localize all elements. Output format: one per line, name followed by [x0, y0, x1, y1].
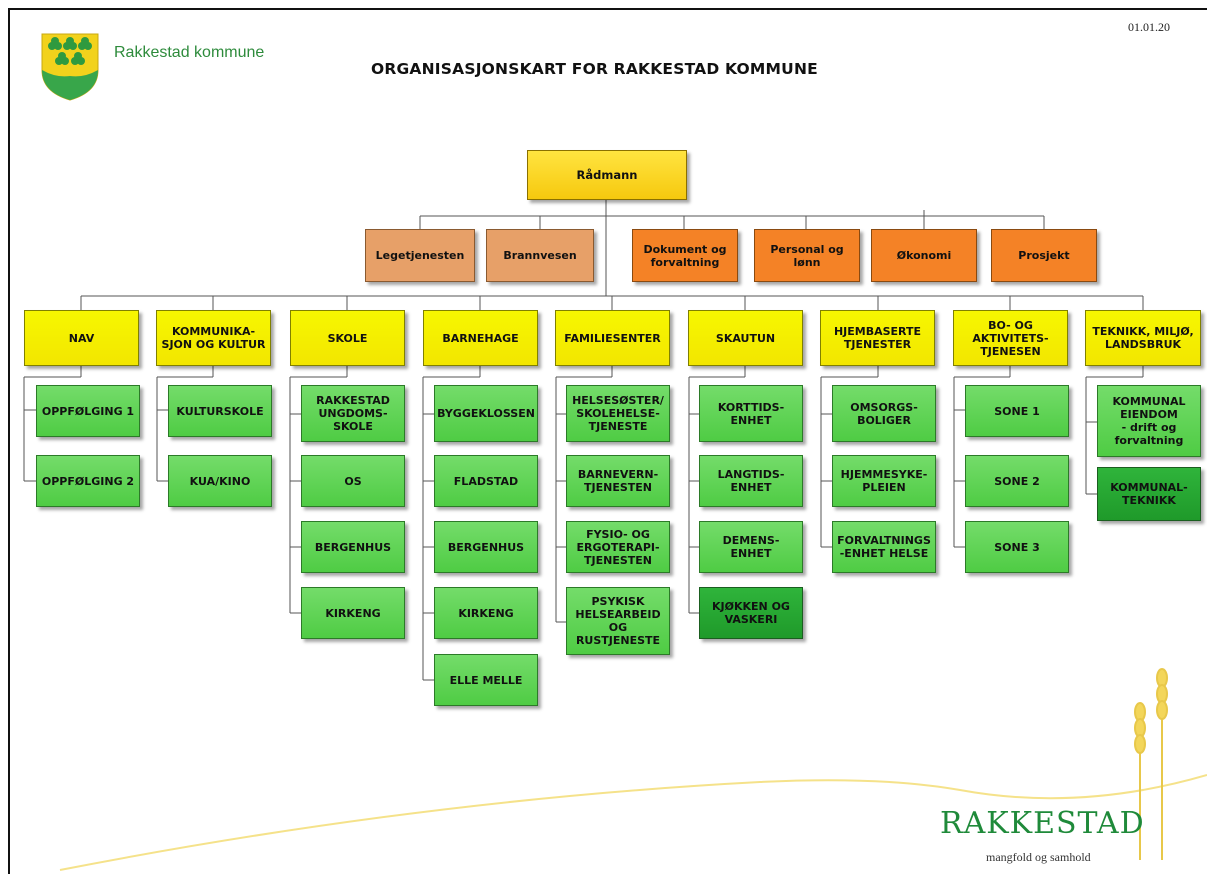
department-box-skautun[interactable]: SKAUTUN	[688, 310, 803, 366]
department-box-hjembaserte-tjenester[interactable]: HJEMBASERTE TJENESTER	[820, 310, 935, 366]
municipality-shield-icon	[41, 33, 99, 101]
unit-box-barnehage-kirkeng[interactable]: KIRKENG	[434, 587, 538, 639]
staff-box-legetjenesten[interactable]: Legetjenesten	[365, 229, 475, 282]
unit-box-kua-kino[interactable]: KUA/KINO	[168, 455, 272, 507]
wheat-icon	[1134, 668, 1168, 860]
unit-box-kommunal-eiendom[interactable]: KOMMUNAL EIENDOM - drift og forvaltning	[1097, 385, 1201, 457]
staff-box-okonomi[interactable]: Økonomi	[871, 229, 977, 282]
root-box-radmann[interactable]: Rådmann	[527, 150, 687, 200]
unit-box-psykisk-helse-rus[interactable]: PSYKISK HELSEARBEID OG RUSTJENESTE	[566, 587, 670, 655]
unit-box-sone-2[interactable]: SONE 2	[965, 455, 1069, 507]
department-box-familiesenter[interactable]: FAMILIESENTER	[555, 310, 670, 366]
brand-logo: RAKKESTAD	[940, 806, 1145, 841]
unit-box-os[interactable]: OS	[301, 455, 405, 507]
unit-box-oppfolging-2[interactable]: OPPFØLGING 2	[36, 455, 140, 507]
unit-box-sone-1[interactable]: SONE 1	[965, 385, 1069, 437]
unit-box-langtidsenhet[interactable]: LANGTIDS- ENHET	[699, 455, 803, 507]
department-box-nav[interactable]: NAV	[24, 310, 139, 366]
staff-box-brannvesen[interactable]: Brannvesen	[486, 229, 594, 282]
unit-box-byggeklossen[interactable]: BYGGEKLOSSEN	[434, 385, 538, 442]
staff-box-personal-lonn[interactable]: Personal og lønn	[754, 229, 860, 282]
unit-box-kulturskole[interactable]: KULTURSKOLE	[168, 385, 272, 437]
unit-box-helsesoster[interactable]: HELSESØSTER/ SKOLEHELSE- TJENESTE	[566, 385, 670, 442]
unit-box-kommunalteknikk[interactable]: KOMMUNAL- TEKNIKK	[1097, 467, 1201, 521]
unit-box-hjemmesykepleien[interactable]: HJEMMESYKE- PLEIEN	[832, 455, 936, 507]
page-frame	[8, 8, 1207, 874]
municipality-name: Rakkestad kommune	[114, 44, 265, 61]
unit-box-barnevern[interactable]: BARNEVERN- TJENESTEN	[566, 455, 670, 507]
department-box-kommunikasjon-kultur[interactable]: KOMMUNIKA- SJON OG KULTUR	[156, 310, 271, 366]
unit-box-elle-melle[interactable]: ELLE MELLE	[434, 654, 538, 706]
unit-box-korttidsenhet[interactable]: KORTTIDS- ENHET	[699, 385, 803, 442]
department-box-skole[interactable]: SKOLE	[290, 310, 405, 366]
unit-box-fladstad[interactable]: FLADSTAD	[434, 455, 538, 507]
department-box-teknikk-miljo-landsbruk[interactable]: TEKNIKK, MILJØ, LANDSBRUK	[1085, 310, 1201, 366]
unit-box-oppfolging-1[interactable]: OPPFØLGING 1	[36, 385, 140, 437]
department-box-bo-aktivitet[interactable]: BO- OG AKTIVITETS- TJENESEN	[953, 310, 1068, 366]
unit-box-sone-3[interactable]: SONE 3	[965, 521, 1069, 573]
unit-box-skole-bergenhus[interactable]: BERGENHUS	[301, 521, 405, 573]
unit-box-demensenhet[interactable]: DEMENS- ENHET	[699, 521, 803, 573]
staff-box-prosjekt[interactable]: Prosjekt	[991, 229, 1097, 282]
unit-box-rakkestad-ungdomsskole[interactable]: RAKKESTAD UNGDOMS- SKOLE	[301, 385, 405, 442]
unit-box-fysio-ergoterapi[interactable]: FYSIO- OG ERGOTERAPI- TJENESTEN	[566, 521, 670, 573]
unit-box-omsorgsboliger[interactable]: OMSORGS- BOLIGER	[832, 385, 936, 442]
brand-slogan: mangfold og samhold	[986, 850, 1091, 864]
chart-date: 01.01.20	[1128, 20, 1170, 34]
unit-box-forvaltningsenhet-helse[interactable]: FORVALTNINGS -ENHET HELSE	[832, 521, 936, 573]
unit-box-kjokken-vaskeri[interactable]: KJØKKEN OG VASKERI	[699, 587, 803, 639]
unit-box-skole-kirkeng[interactable]: KIRKENG	[301, 587, 405, 639]
chart-title: ORGANISASJONSKART FOR RAKKESTAD KOMMUNE	[371, 60, 818, 78]
unit-box-barnehage-bergenhus[interactable]: BERGENHUS	[434, 521, 538, 573]
staff-box-dokument-forvaltning[interactable]: Dokument og forvaltning	[632, 229, 738, 282]
department-box-barnehage[interactable]: BARNEHAGE	[423, 310, 538, 366]
